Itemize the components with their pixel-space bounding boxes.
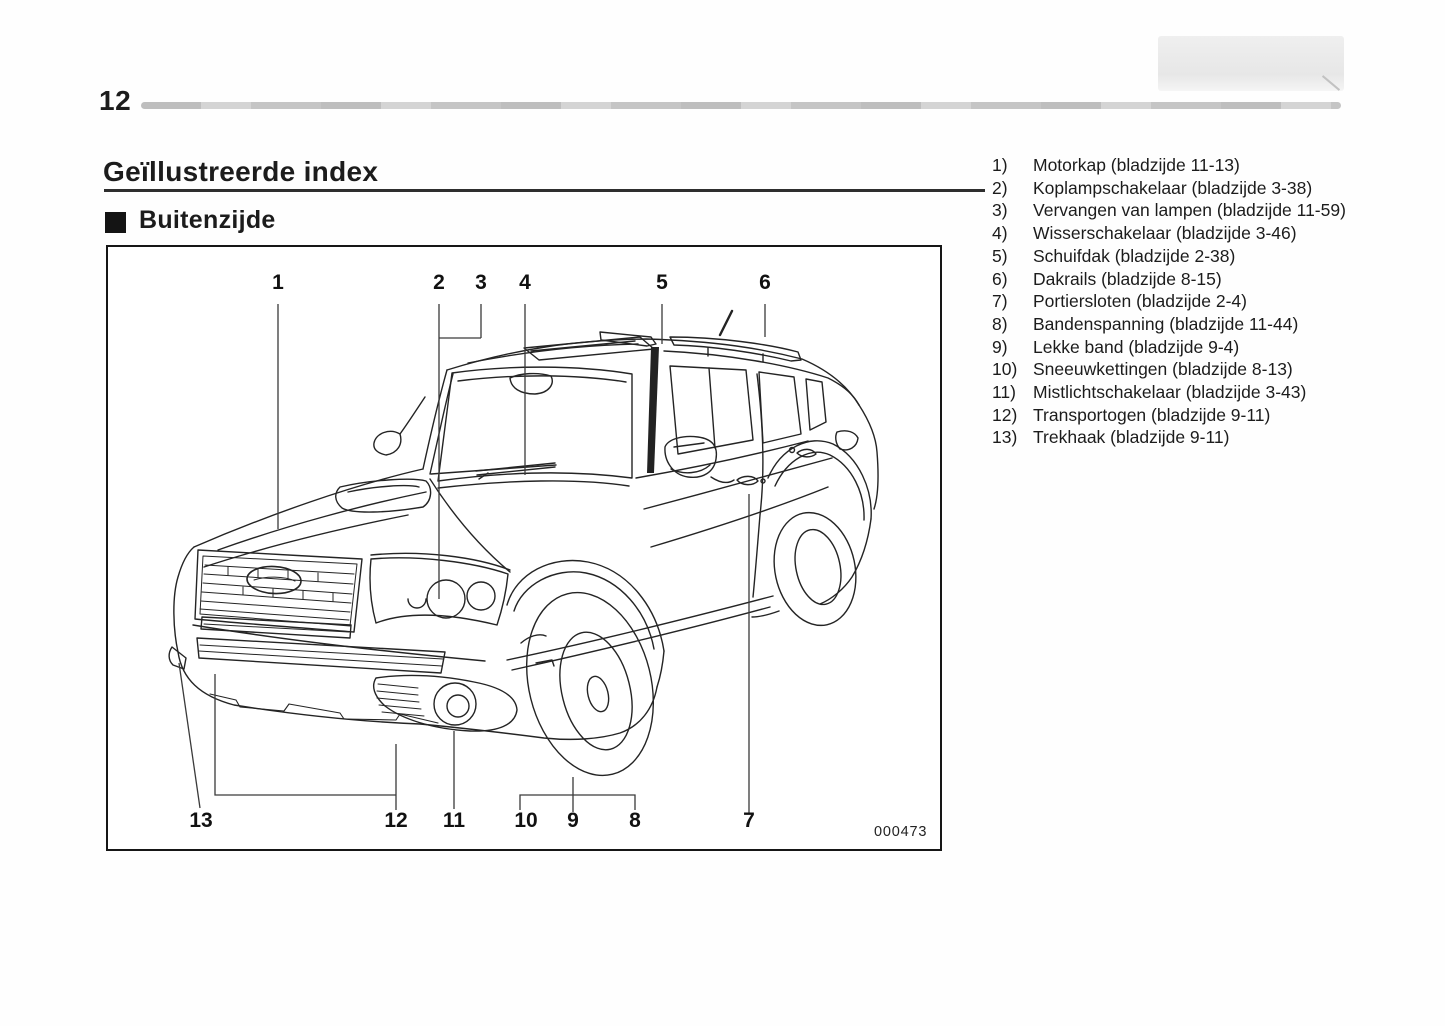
legend-item-number: 7)	[992, 291, 1008, 312]
callout-1: 1	[272, 271, 284, 294]
legend-item: 7) Portiersloten (bladzijde 2-4)	[992, 290, 1442, 313]
callout-13: 13	[189, 809, 213, 832]
legend-list: 1) Motorkap (bladzijde 11-13) 2) Koplampsc…	[992, 154, 1442, 449]
legend-item-text: Trekhaak (bladzijde 9-11)	[1033, 427, 1230, 448]
legend-item-text: Sneeuwkettingen (bladzijde 8-13)	[1033, 359, 1293, 380]
legend-item-text: Bandenspanning (bladzijde 11-44)	[1033, 313, 1299, 334]
legend-item: 2) Koplampschakelaar (bladzijde 3-38)	[992, 177, 1442, 200]
callout-11: 11	[442, 809, 466, 832]
legend-item: 6) Dakrails (bladzijde 8-15)	[992, 268, 1442, 291]
callout-12: 12	[384, 809, 408, 832]
scan-smudge	[1158, 36, 1344, 91]
figure-id: 000473	[874, 824, 928, 840]
legend-item-number: 4)	[992, 223, 1008, 244]
legend-item-number: 6)	[992, 268, 1008, 289]
legend-item: 5) Schuifdak (bladzijde 2-38)	[992, 245, 1442, 268]
legend-item-text: Wisserschakelaar (bladzijde 3-46)	[1033, 223, 1297, 244]
legend-item: 3) Vervangen van lampen (bladzijde 11-59)	[992, 199, 1442, 222]
legend-item: 12) Transportogen (bladzijde 9-11)	[992, 404, 1442, 427]
legend-item-text: Schuifdak (bladzijde 2-38)	[1033, 245, 1236, 266]
legend-item: 8) Bandenspanning (bladzijde 11-44)	[992, 313, 1442, 336]
title-rule	[104, 189, 985, 192]
callout-10: 10	[514, 809, 538, 832]
legend-item-number: 10)	[992, 359, 1018, 380]
callout-7: 7	[743, 809, 755, 832]
legend-item-number: 12)	[992, 404, 1018, 425]
legend-item-number: 3)	[992, 200, 1008, 221]
legend-item-text: Koplampschakelaar (bladzijde 3-38)	[1033, 177, 1313, 198]
callout-4: 4	[519, 271, 531, 294]
callout-9: 9	[567, 809, 579, 832]
legend-item: 10) Sneeuwkettingen (bladzijde 8-13)	[992, 358, 1442, 381]
legend-item: 13) Trekhaak (bladzijde 9-11)	[992, 426, 1442, 449]
legend-item-text: Portiersloten (bladzijde 2-4)	[1033, 291, 1247, 312]
legend-item-number: 1)	[992, 155, 1008, 175]
legend-item-text: Lekke band (bladzijde 9-4)	[1033, 336, 1240, 357]
legend-item-text: Dakrails (bladzijde 8-15)	[1033, 268, 1222, 289]
callout-2: 2	[433, 271, 445, 294]
exterior-figure: 1 2 3 4 5 6 13 12 11 10 9 8 7 000473	[106, 245, 942, 851]
legend-item-text: Vervangen van lampen (bladzijde 11-59)	[1033, 200, 1346, 221]
callout-8: 8	[629, 809, 641, 832]
callout-5: 5	[656, 271, 668, 294]
legend-item-number: 8)	[992, 313, 1008, 334]
section-label: Buitenzijde	[139, 206, 276, 234]
page-title: Geïllustreerde index	[103, 156, 379, 187]
legend-item-text: Motorkap (bladzijde 11-13)	[1033, 155, 1240, 175]
legend-item-number: 11)	[992, 382, 1016, 403]
page-number: 12	[99, 85, 132, 116]
section-bullet-square-icon	[105, 212, 126, 233]
legend-item: 9) Lekke band (bladzijde 9-4)	[992, 336, 1442, 359]
legend-item-number: 5)	[992, 245, 1008, 266]
callout-3: 3	[475, 271, 487, 294]
legend-item-number: 13)	[992, 427, 1018, 448]
legend-item-text: Transportogen (bladzijde 9-11)	[1033, 404, 1271, 425]
legend-item: 4) Wisserschakelaar (bladzijde 3-46)	[992, 222, 1442, 245]
legend-item-number: 9)	[992, 336, 1008, 357]
legend-item: 1) Motorkap (bladzijde 11-13)	[992, 154, 1442, 177]
header-rule	[141, 102, 1341, 109]
legend-item: 11) Mistlichtschakelaar (bladzijde 3-43)	[992, 381, 1442, 404]
legend-item-number: 2)	[992, 177, 1008, 198]
car-illustration	[168, 304, 879, 813]
callout-6: 6	[759, 271, 771, 294]
legend-item-text: Mistlichtschakelaar (bladzijde 3-43)	[1033, 382, 1307, 403]
